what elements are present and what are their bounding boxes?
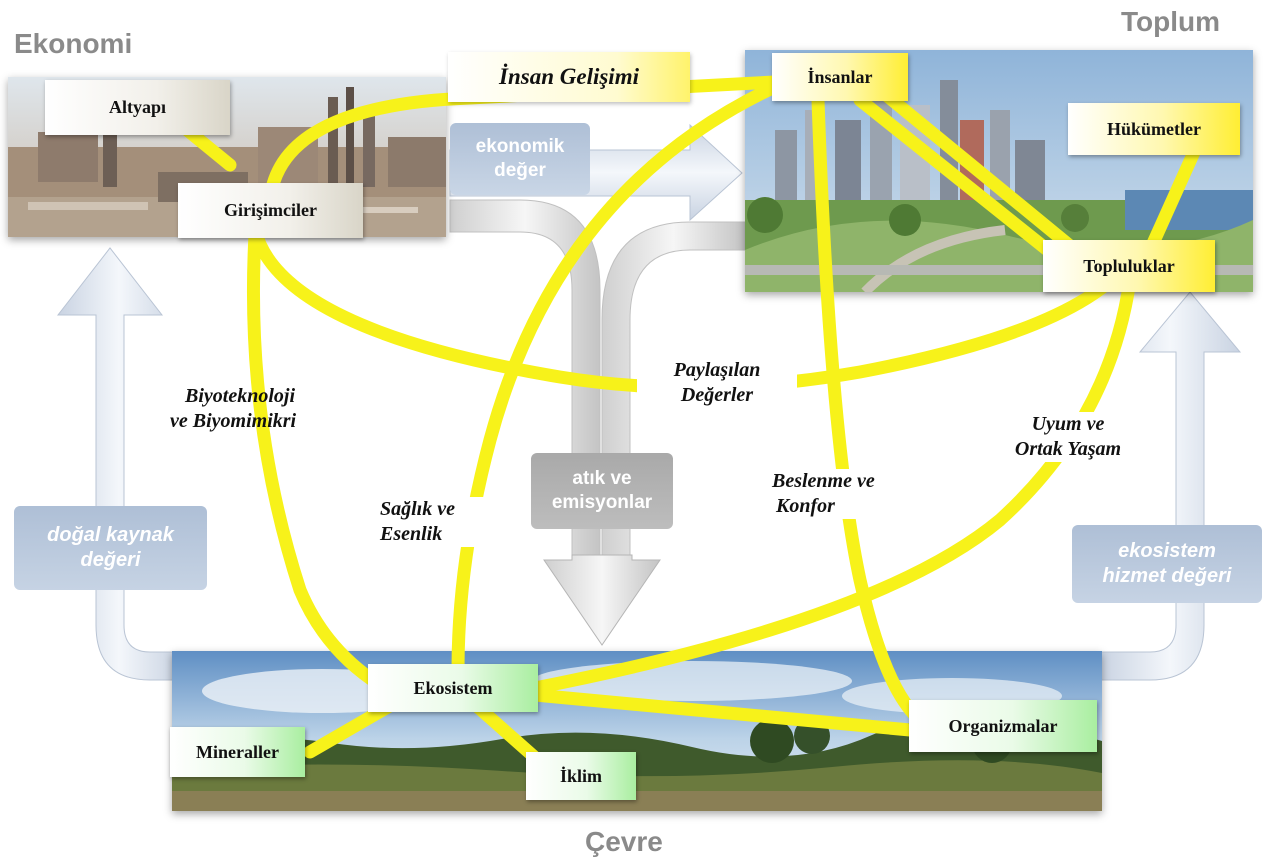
economic-value-flow-arrow xyxy=(449,123,743,222)
label-beslenme-line1: Beslenme ve xyxy=(772,470,875,492)
node-insanlar: İnsanlar xyxy=(772,53,908,101)
label-beslenme-konfor: Beslenme ve Konfor xyxy=(772,469,932,519)
flow-dogal-line2: değeri xyxy=(80,549,141,571)
link-saglik-esenlik xyxy=(451,73,797,677)
flow-ekonomik-line1: ekonomik xyxy=(475,136,565,158)
label-uyum-line2: Ortak Yaşam xyxy=(1014,438,1122,460)
label-insan-gelisimi-text: İnsan Gelişimi xyxy=(499,63,639,89)
link-uyum-ortak-yasam xyxy=(528,273,1137,695)
label-insan-gelisimi: İnsan Gelişimi xyxy=(448,52,690,102)
label-biyoteknoloji-line2: ve Biyomimikri xyxy=(170,410,297,432)
node-hukumetler: Hükümetler xyxy=(1068,103,1240,155)
link-topluluklar-hukumetler xyxy=(1143,143,1202,257)
node-topluluklar: Topluluklar xyxy=(1043,240,1215,292)
flow-atik-line1: atık ve xyxy=(572,468,632,490)
link-insanlar-topluluklar xyxy=(873,83,1082,257)
label-saglik-esenlik: Sağlık ve Esenlik xyxy=(380,497,520,547)
node-mineraller: Mineraller xyxy=(170,727,305,777)
label-paylasilan-line1: Paylaşılan xyxy=(673,359,761,381)
label-biyoteknoloji: Biyoteknoloji ve Biyomimikri xyxy=(170,384,370,434)
node-organizmalar: Organizmalar xyxy=(909,700,1097,752)
label-biyoteknoloji-line1: Biyoteknoloji xyxy=(185,385,295,407)
link-insanlar-topluluklar-2 xyxy=(853,93,1067,267)
node-altyapi: Altyapı xyxy=(45,80,230,135)
flow-dogal-line1: doğal kaynak xyxy=(47,524,174,546)
flow-ekosistem-line1: ekosistem xyxy=(1118,540,1216,562)
label-uyum-line1: Uyum ve xyxy=(1031,413,1105,435)
label-saglik-line1: Sağlık ve xyxy=(380,498,455,520)
label-paylasilan-degerler: Paylaşılan Değerler xyxy=(637,358,797,408)
flow-label-ekonomik-deger: ekonomik değer xyxy=(450,123,590,195)
label-saglik-line2: Esenlik xyxy=(380,523,443,545)
link-ekosistem-organizmalar xyxy=(528,688,917,737)
waste-flow-arrow-head xyxy=(543,554,661,646)
node-girisimciler: Girişimciler xyxy=(178,183,363,238)
economy-title: Ekonomi xyxy=(14,28,133,59)
flow-label-dogal-kaynak: doğal kaynak değeri xyxy=(14,506,207,590)
natural-resource-flow-arrow xyxy=(56,247,181,681)
flow-label-ekosistem-hizmet: ekosistem hizmet değeri xyxy=(1072,525,1262,603)
flow-ekonomik-line2: değer xyxy=(494,160,546,181)
flow-ekosistem-line2: hizmet değeri xyxy=(1102,565,1232,587)
link-beslenme-konfor xyxy=(811,93,927,727)
flow-atik-line2: emisyonlar xyxy=(551,492,653,513)
link-biyoteknoloji xyxy=(246,228,387,692)
node-iklim: İklim xyxy=(526,752,636,800)
flow-label-atik-emisyonlar: atık ve emisyonlar xyxy=(531,453,673,529)
label-beslenme-line2: Konfor xyxy=(776,495,835,517)
society-title: Toplum xyxy=(1121,6,1221,37)
ecosystem-service-flow-arrow xyxy=(1099,291,1242,681)
environment-title: Çevre xyxy=(585,826,663,857)
label-uyum-ortak-yasam: Uyum ve Ortak Yaşam xyxy=(983,412,1153,462)
link-insan-gelisimi xyxy=(263,75,782,207)
node-ekosistem: Ekosistem xyxy=(368,664,538,712)
label-paylasilan-line2: Değerler xyxy=(680,384,754,406)
